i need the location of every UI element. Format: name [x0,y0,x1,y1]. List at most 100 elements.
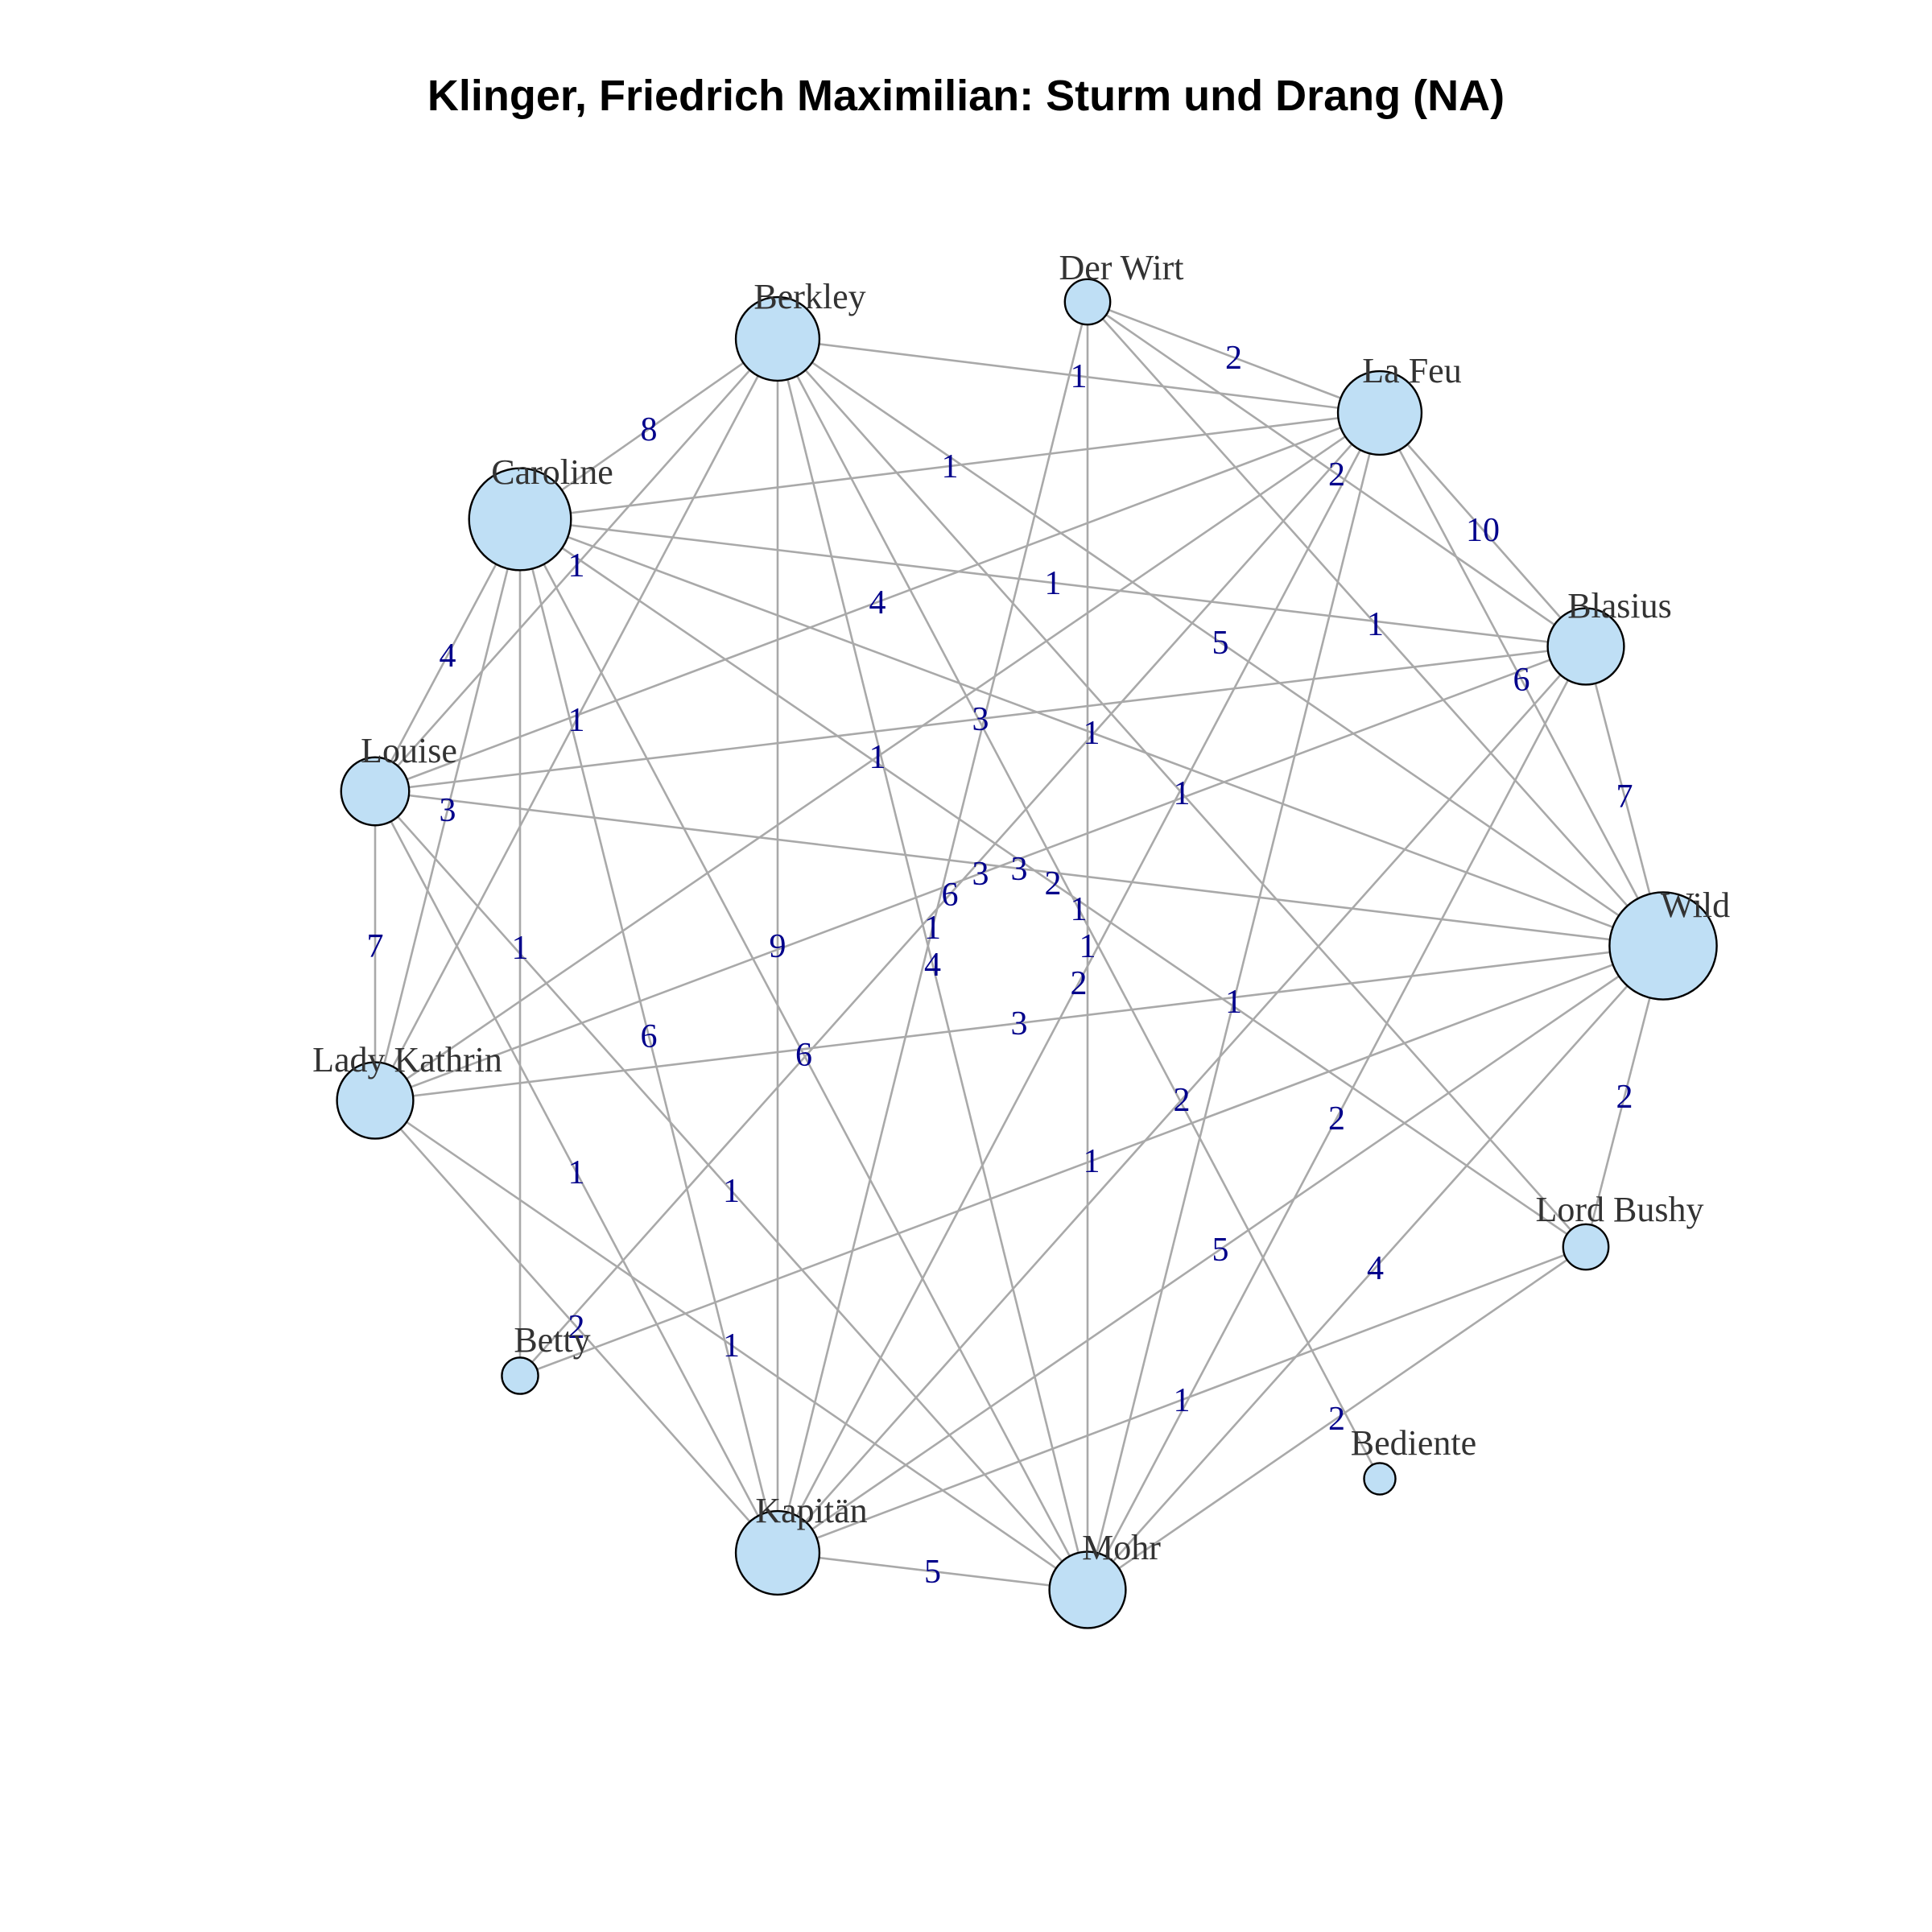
edge-weight-label: 6 [641,1018,658,1055]
edge-la-feu-mohr [1086,412,1381,1591]
edge-weight-label: 6 [942,877,959,914]
node-berkley[interactable] [734,295,821,382]
edge-weight-label: 2 [1174,1082,1191,1119]
edge-weight-label: 5 [924,1554,941,1591]
edge-weight-label: 1 [942,448,959,485]
edge-weight-label: 3 [972,856,989,893]
edge-berkley-lord-bushy [777,338,1587,1248]
edge-weight-label: 10 [1466,512,1500,549]
edge-weight-label: 3 [1011,1005,1028,1042]
node-label-betty: Betty [514,1320,590,1360]
node-wild[interactable] [1608,891,1718,1001]
node-mohr[interactable] [1048,1550,1127,1629]
edge-weight-label: 2 [1328,1100,1345,1137]
edge-weight-label: 2 [568,1309,585,1346]
edge-caroline-lord-bushy [519,518,1587,1249]
edge-weight-label: 1 [1045,565,1062,602]
edge-caroline-wild [519,518,1664,947]
node-der-wirt[interactable] [1063,278,1112,326]
node-label-blasius: Blasius [1567,586,1672,625]
edge-weight-label: 1 [1367,606,1384,643]
node-label-berkley: Berkley [753,277,865,316]
edge-weight-label: 2 [1328,456,1345,493]
node-label-lady-kathrin: Lady Kathrin [312,1040,502,1080]
node-bediente[interactable] [1363,1462,1397,1496]
node-label-der-wirt: Der Wirt [1059,248,1183,287]
edge-blasius-lady-kathrin [374,645,1587,1102]
edge-weight-label: 3 [1011,851,1028,888]
node-lady-kathrin[interactable] [336,1061,415,1140]
edge-wild-lady-kathrin [374,944,1664,1102]
node-caroline[interactable] [468,467,572,572]
edge-der-wirt-kapit-n [776,301,1089,1554]
edge-louise-wild [374,790,1664,947]
edge-lady-kathrin-mohr [374,1099,1088,1591]
edge-kapit-n-lord-bushy [777,1245,1587,1554]
edge-lady-kathrin-kapit-n [374,1100,778,1554]
edge-weight-label: 3 [440,792,456,829]
edge-weight-label: 2 [1616,1079,1633,1116]
edge-la-feu-lady-kathrin [374,411,1381,1102]
edge-weight-label: 1 [924,910,941,947]
edge-weight-label: 2 [1071,965,1088,1002]
edge-caroline-lady-kathrin [374,518,522,1101]
edge-der-wirt-la-feu [1087,300,1381,415]
node-la-feu[interactable] [1336,369,1423,456]
node-kapit-n[interactable] [734,1509,821,1596]
edge-louise-mohr [374,791,1088,1591]
edge-weight-label: 2 [1225,340,1242,377]
node-label-lord-bushy: Lord Bushy [1536,1190,1704,1229]
edge-berkley-wild [777,337,1664,947]
edge-weight-label: 1 [512,930,529,967]
edge-weight-label: 1 [1084,715,1100,752]
edge-la-feu-blasius [1379,412,1587,647]
edge-weight-label: 1 [869,739,886,776]
edge-der-wirt-wild [1087,301,1664,947]
edge-weight-label: 1 [1080,928,1096,965]
edge-weight-label: 1 [1071,358,1088,395]
node-label-wild: Wild [1661,886,1730,925]
edge-la-feu-louise [374,411,1381,793]
edge-weight-label: 1 [1174,1382,1191,1419]
edge-weight-label: 5 [1212,625,1229,662]
edge-wild-betty [519,944,1664,1377]
edge-berkley-louise [374,338,778,792]
edge-weight-label: 1 [568,547,585,584]
node-lord-bushy[interactable] [1562,1223,1610,1271]
node-label-caroline: Caroline [491,452,613,492]
edge-berkley-bediente [776,338,1381,1480]
node-layer [336,278,1718,1629]
node-louise[interactable] [340,756,411,827]
edge-weight-label: 2 [1045,865,1062,902]
edge-blasius-kapit-n [777,646,1587,1554]
edge-weight-label: 4 [440,638,456,675]
node-blasius[interactable] [1546,607,1625,686]
edge-wild-mohr [1087,945,1664,1591]
edge-weight-label: 4 [869,584,886,621]
node-betty[interactable] [501,1356,539,1395]
graph-title: Klinger, Friedrich Maximilian: Sturm und… [427,72,1505,120]
edge-caroline-mohr [518,518,1089,1591]
node-label-bediente: Bediente [1351,1423,1476,1463]
edge-weight-label: 7 [367,928,384,965]
edge-weight-label: 9 [770,928,786,965]
edge-weight-label: 4 [1367,1250,1384,1287]
edge-weight-label: 1 [1174,775,1191,812]
edge-weight-label: 6 [795,1037,812,1074]
edge-weight-label: 2 [1328,1401,1345,1438]
edge-layer [374,300,1665,1591]
edge-weight-label: 4 [924,947,941,984]
edge-la-feu-kapit-n [776,412,1381,1554]
edge-caroline-blasius [519,518,1587,648]
edge-weight-label: 8 [641,411,658,448]
edge-blasius-mohr [1086,646,1587,1591]
edge-caroline-kapit-n [518,518,779,1554]
edge-berkley-caroline [519,337,778,521]
edge-weight-label: 1 [1084,1143,1100,1180]
edge-la-feu-betty [519,412,1381,1377]
edge-caroline-la-feu [519,411,1381,521]
node-label-louise: Louise [361,731,457,770]
